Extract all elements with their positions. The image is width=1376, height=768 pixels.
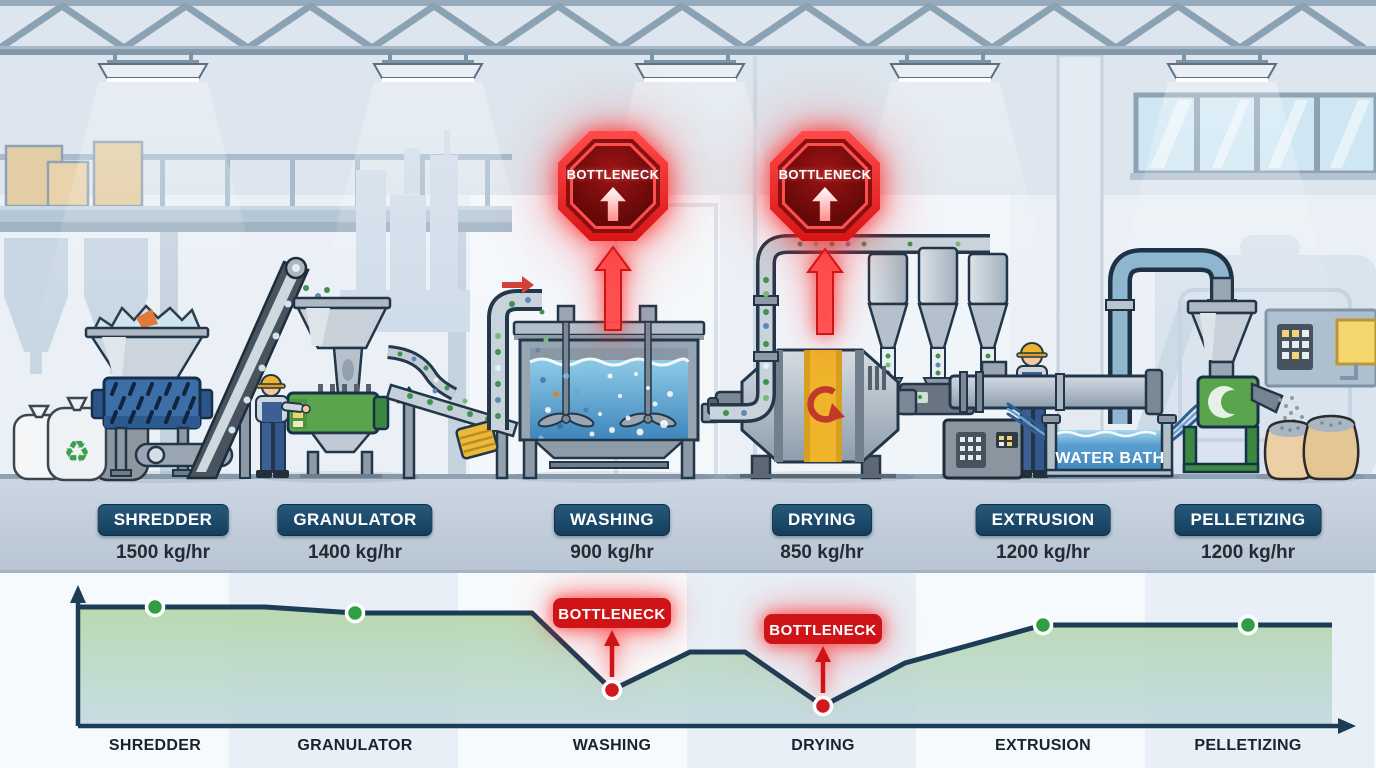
chart-bottleneck-badge-label: BOTTLENECK xyxy=(769,622,877,639)
light-fixture xyxy=(310,52,546,330)
stage-rate: 1200 kg/hr xyxy=(996,542,1090,563)
rotation-arrow xyxy=(807,386,838,423)
chart-area-fill xyxy=(80,607,1332,726)
stage-label-washing: WASHING 900 kg/hr xyxy=(553,504,671,564)
wash-water xyxy=(530,360,688,440)
plastic-flakes xyxy=(535,337,589,441)
throughput-line xyxy=(80,604,1332,709)
washing-feed-pipe xyxy=(487,276,551,430)
granules-in-pipe xyxy=(495,297,551,419)
stage-rate: 1200 kg/hr xyxy=(1201,542,1295,563)
agitator xyxy=(537,321,595,428)
bottleneck-stop-sign-drying: BOTTLENECK xyxy=(770,131,880,241)
pellet-spout xyxy=(1250,382,1284,414)
stage-rate: 900 kg/hr xyxy=(570,542,654,563)
granulator-bolts xyxy=(318,384,371,394)
factory-scene: ♻ xyxy=(0,0,1376,570)
incline-conveyor xyxy=(186,256,330,480)
stage-name: WASHING xyxy=(553,504,671,536)
throughput-chart: BOTTLENECK BOTTLENECK SHREDDER GRANULATOR W… xyxy=(0,570,1376,768)
ok-data-point xyxy=(144,596,166,618)
sack xyxy=(1302,423,1360,481)
stage-name: SHREDDER xyxy=(97,504,229,536)
stage-rate: 850 kg/hr xyxy=(780,542,864,563)
chart-axis-label: EXTRUSION xyxy=(994,737,1092,754)
pelletizer-machine xyxy=(1182,276,1304,474)
chart-bottleneck-badge xyxy=(764,614,882,644)
ok-data-point xyxy=(344,602,366,624)
bottleneck-data-point xyxy=(812,695,834,717)
water-bath-tank: WATER BATH xyxy=(1041,414,1177,478)
rotary-dryer xyxy=(707,348,918,480)
washing-outlet-pipe xyxy=(710,234,789,423)
bottleneck-arrow-washing xyxy=(594,245,632,331)
bottleneck-sign-label: BOTTLENECK xyxy=(566,167,660,182)
extruder-die xyxy=(1144,368,1164,416)
granules-in-pipe xyxy=(797,241,961,247)
hard-hat xyxy=(1019,342,1045,355)
chart-axis-label: GRANULATOR xyxy=(297,737,413,754)
factory-floor xyxy=(0,474,1376,570)
water-bath-label: WATER BATH xyxy=(1055,450,1164,467)
stage-name: GRANULATOR xyxy=(277,504,433,536)
stage-name: DRYING xyxy=(772,504,872,536)
bubbles xyxy=(589,372,673,437)
cyclone-separators xyxy=(786,234,1009,416)
chart-bottleneck-badge-label: BOTTLENECK xyxy=(558,606,666,623)
orange-scrap xyxy=(136,309,158,328)
bottleneck-sign-label: BOTTLENECK xyxy=(778,167,872,182)
cyclone xyxy=(917,246,959,393)
worker-operator-left xyxy=(255,374,311,478)
chart-axis-label: PELLETIZING xyxy=(1194,737,1302,754)
stage-name: PELLETIZING xyxy=(1174,504,1322,536)
granules-in-pipe xyxy=(723,277,769,416)
chart-axis-label: SHREDDER xyxy=(108,737,202,754)
ok-data-point xyxy=(1237,614,1259,636)
stage-rate: 1400 kg/hr xyxy=(308,542,402,563)
granulator-machine xyxy=(286,296,458,478)
stage-rate: 1500 kg/hr xyxy=(115,542,210,563)
x-axis-arrow xyxy=(1338,718,1356,734)
chart-axis-label: WASHING xyxy=(572,737,652,754)
chart-bottleneck-annotation: BOTTLENECK xyxy=(764,614,882,693)
bottleneck-stop-sign-washing: BOTTLENECK xyxy=(558,131,668,241)
ok-data-point xyxy=(1032,614,1054,636)
recycle-icon: ♻ xyxy=(64,436,91,469)
shredder-machine xyxy=(84,304,234,477)
chart-bottleneck-badge xyxy=(553,598,671,628)
stage-label-drying: DRYING 850 kg/hr xyxy=(772,504,872,564)
stage-label-shredder: SHREDDER 1500 kg/hr xyxy=(97,504,229,564)
stage-name: EXTRUSION xyxy=(975,504,1111,536)
chart-bottleneck-annotation: BOTTLENECK xyxy=(553,598,671,677)
ceiling-truss xyxy=(0,0,1376,55)
washing-tank xyxy=(512,304,720,480)
bottleneck-data-point xyxy=(601,679,623,701)
bottleneck-arrow-drying xyxy=(806,247,844,335)
granules-in-pipe xyxy=(397,351,450,391)
y-axis-arrow xyxy=(70,585,86,603)
pellet-sacks xyxy=(1263,414,1360,481)
plastic-bits-on-belt xyxy=(228,300,292,434)
fines-chute xyxy=(455,420,499,460)
throughput-line-chart: BOTTLENECK BOTTLENECK xyxy=(70,585,1356,734)
bath-water xyxy=(1056,430,1162,472)
stage-label-granulator: GRANULATOR 1400 kg/hr xyxy=(277,504,433,564)
flow-direction-arrow xyxy=(502,276,534,294)
stage-label-extrusion: EXTRUSION 1200 kg/hr xyxy=(975,504,1111,564)
chart-axis-label: DRYING xyxy=(791,737,855,754)
light-fixture xyxy=(35,52,271,330)
stage-label-pelletizing: PELLETIZING 1200 kg/hr xyxy=(1174,504,1322,564)
factory-illustration: ♻ xyxy=(0,0,1376,570)
shredder-teeth xyxy=(110,382,196,424)
